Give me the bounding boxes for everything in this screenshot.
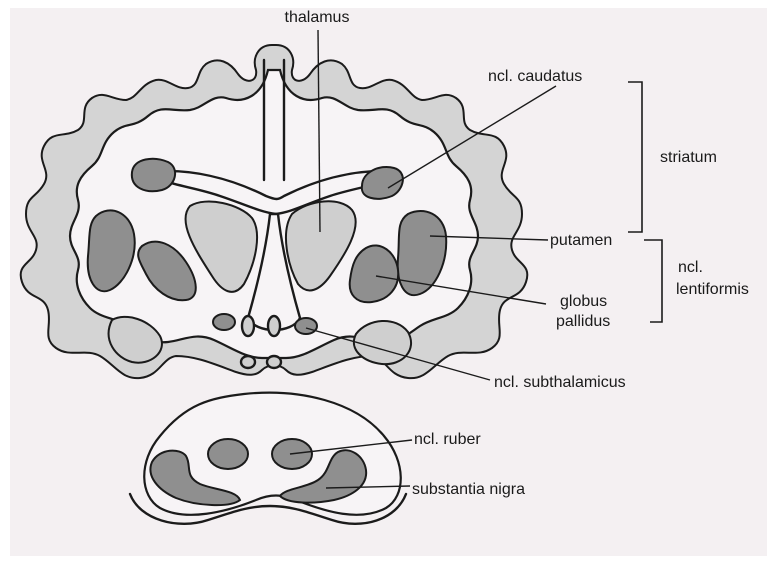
label-ncl-lentiformis-1: ncl. (678, 259, 703, 276)
label-substantia-nigra: substantia nigra (412, 481, 525, 498)
caudate-nucleus-left (132, 159, 175, 191)
subthalamic-nucleus-right (295, 318, 317, 334)
label-ncl-ruber: ncl. ruber (414, 431, 481, 448)
fornix-left (242, 316, 254, 336)
fornix-right (268, 316, 280, 336)
label-thalamus: thalamus (285, 9, 350, 26)
mammillary-body-left (241, 356, 255, 368)
label-ncl-subthalamicus: ncl. subthalamicus (494, 374, 626, 391)
label-putamen: putamen (550, 232, 612, 249)
red-nucleus-left (208, 439, 248, 469)
cerebrum-section (21, 45, 528, 378)
label-ncl-lentiformis-2: lentiformis (676, 281, 749, 298)
mammillary-body-right (267, 356, 281, 368)
label-striatum: striatum (660, 149, 717, 166)
label-ncl-caudatus: ncl. caudatus (488, 68, 582, 85)
temporal-lobe-right (354, 321, 411, 364)
label-pallidus: pallidus (556, 313, 610, 330)
subthalamic-nucleus-left (213, 314, 235, 330)
label-globus: globus (560, 293, 607, 310)
